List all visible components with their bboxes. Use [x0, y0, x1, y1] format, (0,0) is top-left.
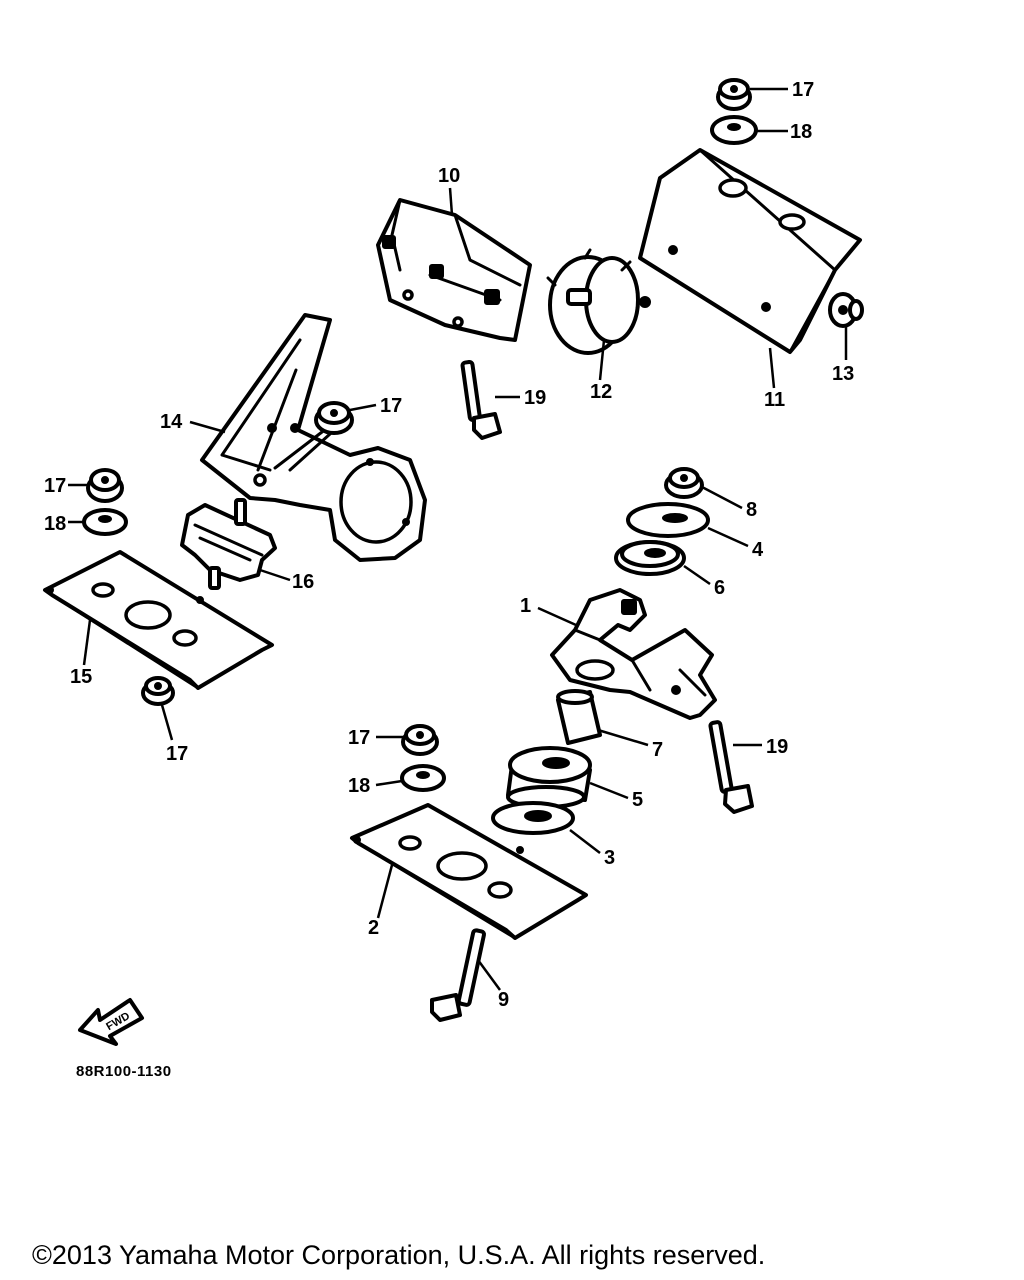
callout-4: 4 [752, 539, 764, 561]
part-17-nut-lower [401, 724, 439, 756]
callout-18: 18 [44, 513, 66, 535]
part-17-nut-left [86, 468, 124, 503]
part-18-washer-top [710, 115, 758, 145]
callout-19: 19 [766, 736, 788, 758]
callout-1: 1 [520, 595, 531, 617]
callout-17: 17 [380, 395, 402, 417]
callout-8: 8 [746, 499, 757, 521]
callout-3: 3 [604, 847, 615, 869]
callout-15: 15 [70, 666, 92, 688]
callout-19: 19 [524, 387, 546, 409]
part-9-bolt [430, 928, 487, 1022]
callout-14: 14 [160, 411, 183, 433]
callout-12: 12 [590, 381, 612, 403]
diagram-code: 88R100-1130 [76, 1063, 172, 1080]
callout-2: 2 [368, 917, 379, 939]
callout-17: 17 [348, 727, 370, 749]
part-11-cover [638, 148, 862, 354]
callout-13: 13 [832, 363, 854, 385]
part-17-nut-top [716, 78, 752, 111]
callout-16: 16 [292, 571, 314, 593]
part-7-spacer [556, 689, 602, 745]
callout-17: 17 [792, 79, 814, 101]
callout-9: 9 [498, 989, 509, 1011]
callout-6: 6 [714, 577, 725, 599]
part-18-washer-left [82, 508, 128, 536]
callout-labels: 17 18 10 13 12 11 19 17 14 17 18 16 15 1… [44, 79, 854, 1011]
callout-11: 11 [764, 389, 785, 411]
leader-lines [68, 87, 848, 991]
part-4-washer [626, 502, 710, 538]
part-10-bracket [376, 198, 532, 342]
part-3-washer [491, 801, 575, 835]
part-17-nut-under-plate [141, 676, 175, 706]
callout-18: 18 [790, 121, 812, 143]
callout-17: 17 [44, 475, 66, 497]
part-5-damper [506, 746, 592, 809]
part-12-meter [546, 248, 651, 355]
copyright-notice: ©2013 Yamaha Motor Corporation, U.S.A. A… [32, 1240, 766, 1270]
callout-5: 5 [632, 789, 643, 811]
part-17-nut-bracket [273, 401, 354, 472]
callout-10: 10 [438, 165, 460, 187]
part-2-plate [350, 803, 588, 940]
part-15-plate [43, 550, 274, 690]
part-19-bolt-upper [460, 359, 502, 440]
forward-arrow-icon: FWD [78, 998, 144, 1046]
part-19-bolt-right [708, 720, 754, 814]
part-1-bracket [550, 588, 717, 720]
callout-7: 7 [652, 739, 663, 761]
part-16-damper [180, 498, 277, 590]
part-6-collar [614, 540, 686, 576]
callout-17: 17 [166, 743, 188, 765]
callout-18: 18 [348, 775, 370, 797]
part-8-nut [664, 467, 704, 499]
part-13-grommet [828, 292, 864, 328]
part-18-washer-lower [400, 764, 446, 792]
